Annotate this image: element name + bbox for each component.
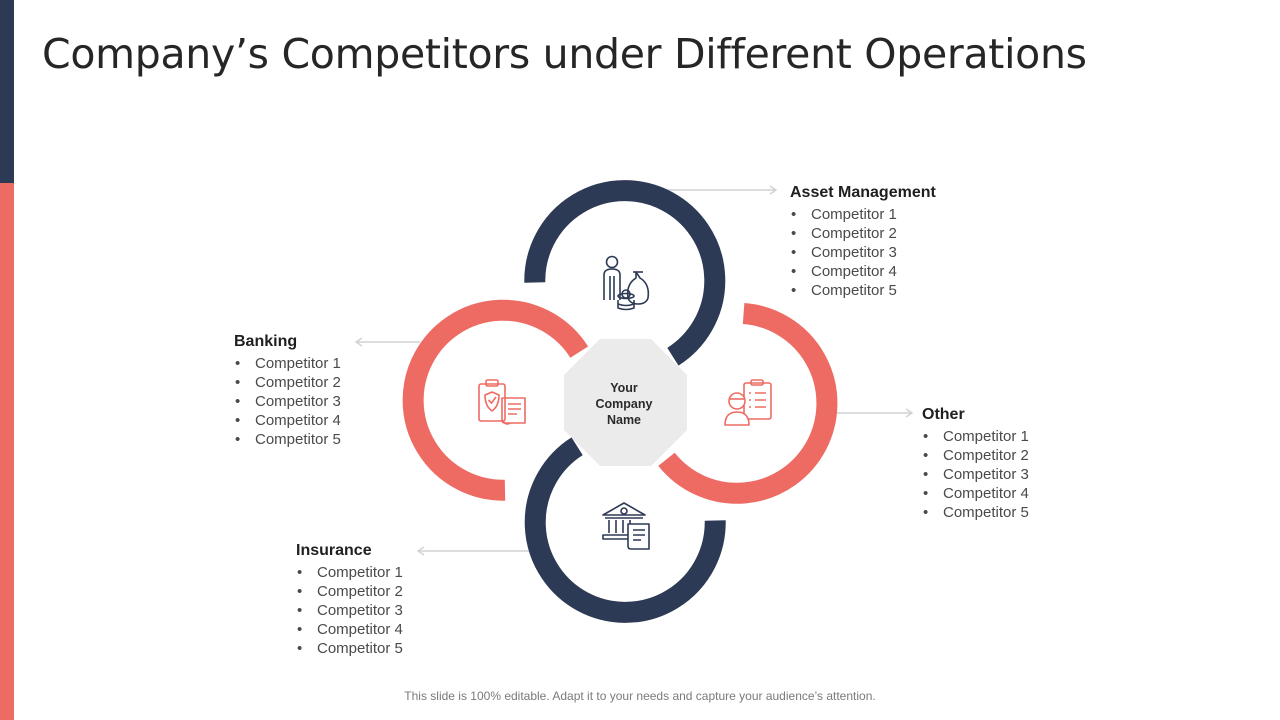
page-title: Company’s Competitors under Different Op…	[42, 30, 1087, 78]
list-item: Competitor 2	[922, 446, 1029, 465]
accent-bar-navy	[0, 0, 14, 183]
footer-note: This slide is 100% editable. Adapt it to…	[404, 689, 876, 703]
list-item: Competitor 2	[296, 582, 403, 601]
segment-heading: Banking	[234, 333, 298, 350]
accent-bar-coral	[0, 183, 14, 720]
connector-banking	[354, 337, 420, 347]
segment-asset-management: Asset Management Competitor 1 Competitor…	[790, 184, 936, 300]
list-item: Competitor 5	[790, 281, 936, 300]
list-item: Competitor 3	[234, 392, 341, 411]
ring-bottom	[524, 437, 726, 623]
competitor-list: Competitor 1 Competitor 2 Competitor 3 C…	[234, 354, 341, 449]
list-item: Competitor 3	[922, 465, 1029, 484]
list-item: Competitor 4	[922, 484, 1029, 503]
list-item: Competitor 1	[790, 205, 936, 224]
competitor-list: Competitor 1 Competitor 2 Competitor 3 C…	[790, 205, 936, 300]
list-item: Competitor 2	[790, 224, 936, 243]
center-octagon	[564, 339, 687, 466]
connector-other	[835, 408, 914, 418]
list-item: Competitor 5	[922, 503, 1029, 522]
segment-heading: Other	[922, 406, 965, 423]
list-item: Competitor 1	[234, 354, 341, 373]
connector-insurance	[416, 546, 535, 556]
ring-left	[402, 299, 589, 501]
segment-other: Other Competitor 1 Competitor 2 Competit…	[922, 406, 1029, 522]
list-item: Competitor 1	[296, 563, 403, 582]
competitor-list: Competitor 1 Competitor 2 Competitor 3 C…	[296, 563, 403, 658]
list-item: Competitor 1	[922, 427, 1029, 446]
bank-document-icon	[602, 502, 650, 550]
investor-money-icon	[603, 255, 650, 311]
segment-heading: Insurance	[296, 542, 372, 559]
segment-heading: Asset Management	[790, 184, 936, 201]
list-item: Competitor 3	[790, 243, 936, 262]
ring-top	[524, 180, 726, 366]
segment-banking: Banking Competitor 1 Competitor 2 Compet…	[234, 333, 341, 449]
list-item: Competitor 5	[296, 639, 403, 658]
ring-right	[658, 303, 838, 504]
list-item: Competitor 4	[296, 620, 403, 639]
list-item: Competitor 2	[234, 373, 341, 392]
center-line-1: Your	[610, 381, 638, 395]
segment-insurance: Insurance Competitor 1 Competitor 2 Comp…	[296, 542, 403, 658]
consultant-report-icon	[724, 379, 772, 426]
insurance-policy-icon	[478, 379, 526, 425]
list-item: Competitor 3	[296, 601, 403, 620]
competitor-list: Competitor 1 Competitor 2 Competitor 3 C…	[922, 427, 1029, 522]
center-line-2: Company	[596, 397, 653, 411]
list-item: Competitor 4	[234, 411, 341, 430]
list-item: Competitor 5	[234, 430, 341, 449]
center-line-3: Name	[607, 413, 641, 427]
list-item: Competitor 4	[790, 262, 936, 281]
